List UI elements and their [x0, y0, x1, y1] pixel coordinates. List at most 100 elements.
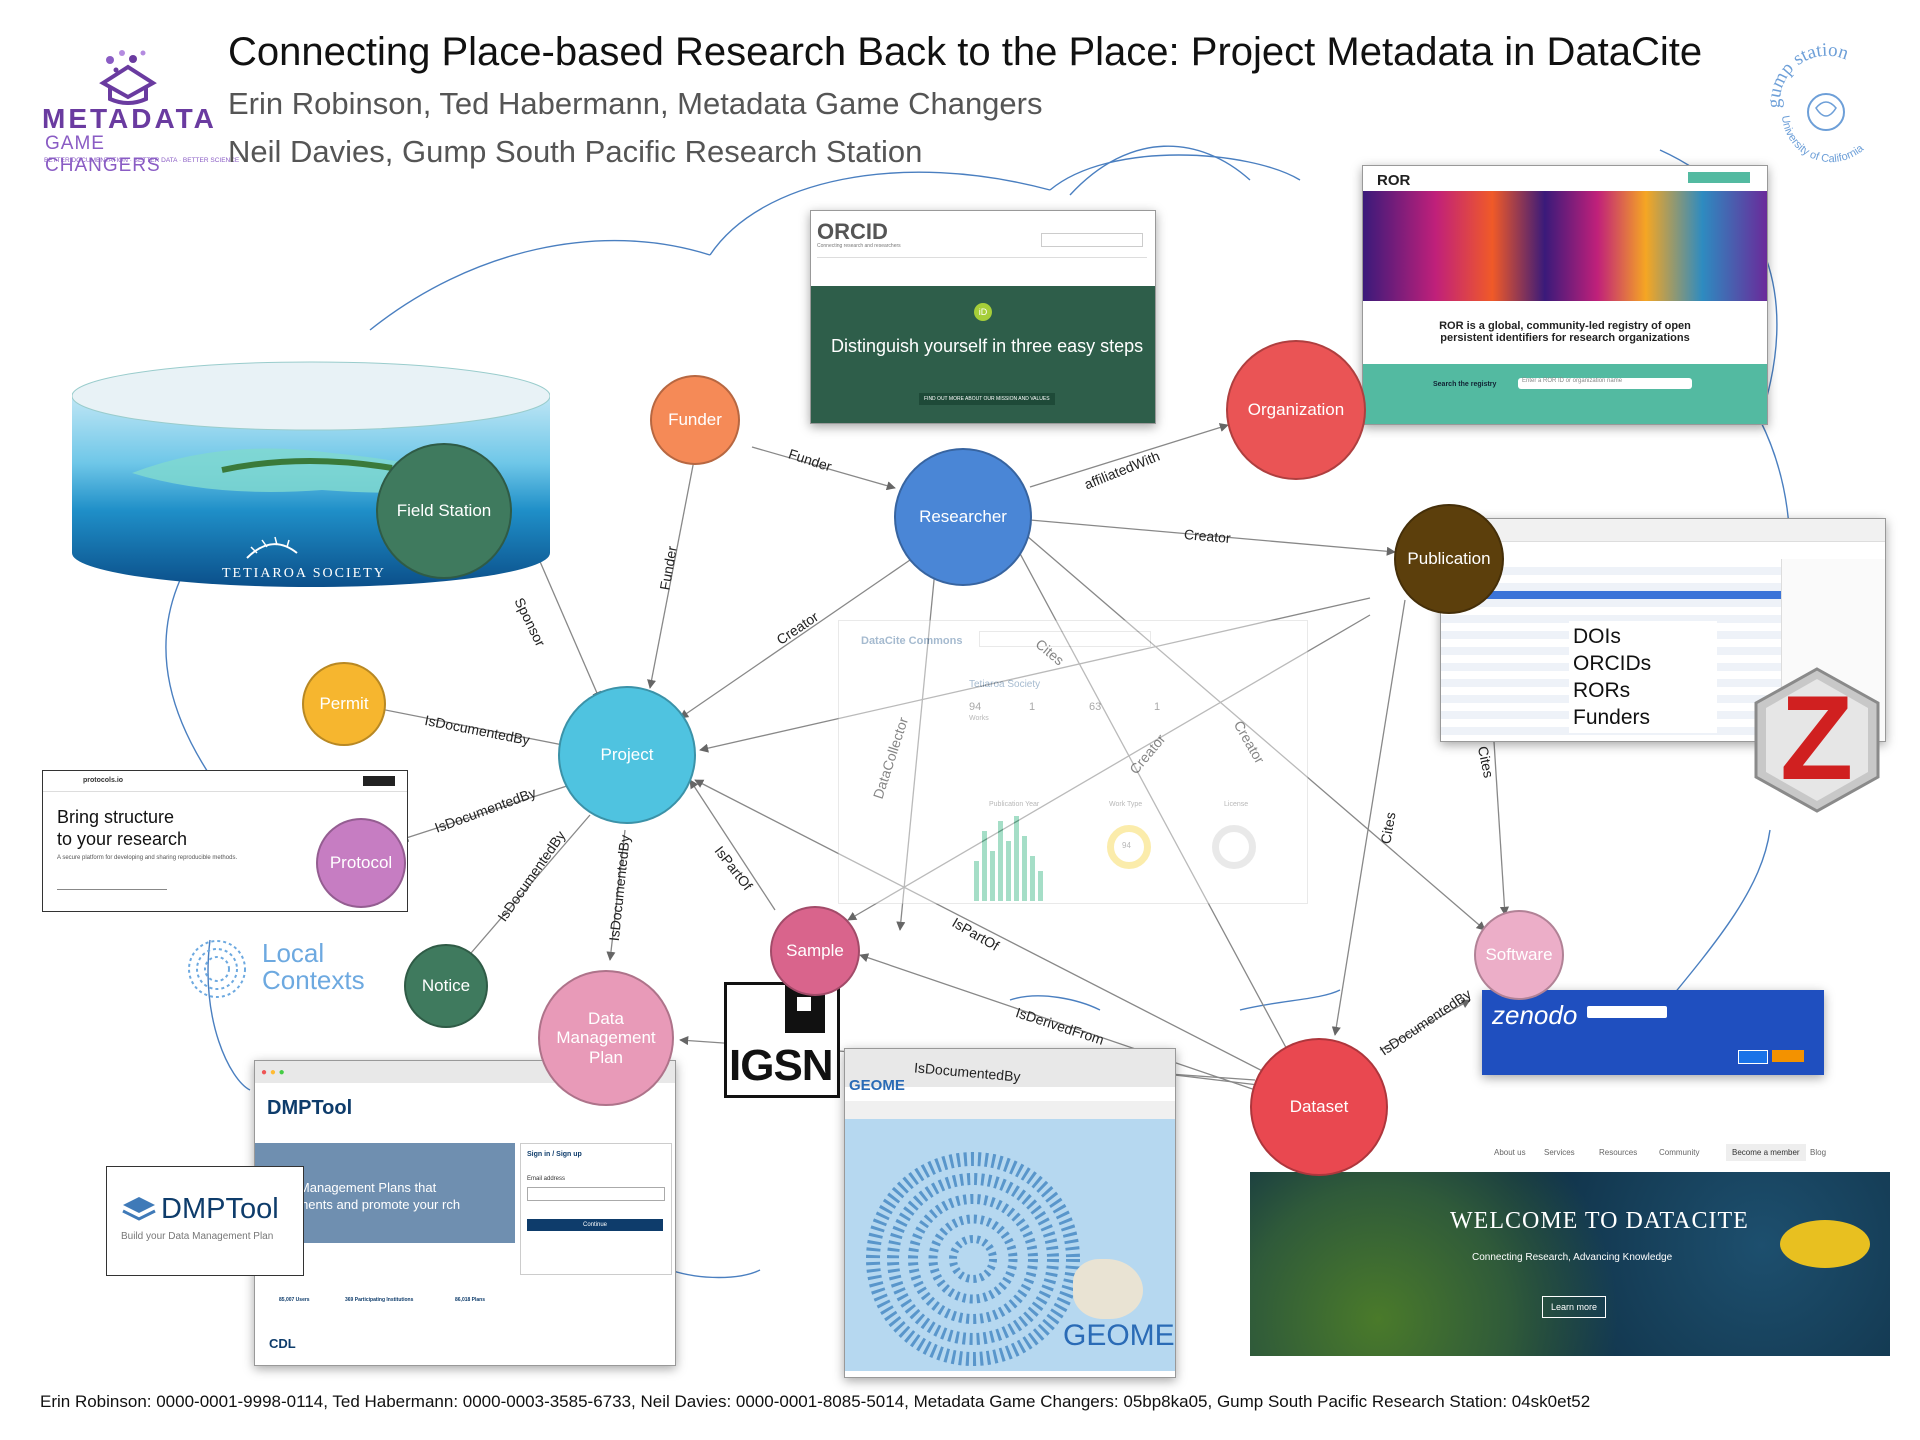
- poster-title: Connecting Place-based Research Back to …: [228, 30, 1703, 74]
- datacite-hero: [1250, 1172, 1890, 1356]
- datacite-tagline: Connecting Research, Advancing Knowledge: [1472, 1252, 1673, 1263]
- local-contexts-label: Local Contexts: [262, 938, 365, 995]
- orcid-headline: Distinguish yourself in three easy steps: [831, 336, 1144, 356]
- igsn-logo-square: [797, 997, 811, 1011]
- commons-works-count: 94: [969, 701, 982, 713]
- ror-search-panel: [1363, 364, 1767, 424]
- tetiaroa-society-label: TETIAROA SOCIETY: [222, 566, 386, 581]
- cdl-logo: CDL: [269, 1336, 296, 1351]
- datacite-nav-about[interactable]: About us: [1494, 1148, 1526, 1157]
- dmptool-header-logo: DMPTool: [267, 1097, 353, 1119]
- commons-license-donut: [1212, 825, 1256, 869]
- node-notice[interactable]: Notice: [404, 944, 488, 1028]
- ror-banner: [1363, 191, 1767, 301]
- protocols-headline-2: to your research: [57, 829, 188, 849]
- ror-doc-button[interactable]: [1688, 172, 1750, 183]
- node-field-station[interactable]: Field Station: [376, 443, 512, 579]
- gump-station-logo-graphic: gump station University of California: [1764, 40, 1867, 166]
- orcid-screenshot: ORCID Connecting research and researcher…: [810, 210, 1156, 424]
- datacite-welcome-heading: WELCOME TO DATACITE: [1450, 1208, 1749, 1234]
- datacite-nav-resources[interactable]: Resources: [1599, 1148, 1638, 1157]
- geome-browser-bar: [845, 1049, 1175, 1087]
- authors-line-1: Erin Robinson, Ted Habermann, Metadata G…: [228, 86, 1043, 121]
- datacite-nav-community[interactable]: Community: [1659, 1148, 1700, 1157]
- commons-license-label: License: [1224, 801, 1249, 808]
- commons-views-count: 63: [1089, 701, 1102, 713]
- publication-table-toolbar: [1441, 519, 1885, 542]
- dmptool-continue-button[interactable]: Continue: [527, 1219, 663, 1231]
- commons-citations-count: 1: [1029, 701, 1036, 713]
- mgc-logo-tagline: BETTER DOCUMENTATION · BETTER DATA · BET…: [44, 157, 240, 164]
- node-sample[interactable]: Sample: [770, 906, 860, 996]
- datacite-learn-more-button[interactable]: Learn more: [1542, 1296, 1607, 1318]
- node-project[interactable]: Project: [558, 686, 696, 824]
- dmptool-institutions-stat: 369 Participating Institutions: [345, 1297, 414, 1303]
- commons-year-bars: [974, 816, 1043, 901]
- mgc-logo-icon: [99, 50, 157, 105]
- orcid-search-input[interactable]: [1041, 233, 1143, 247]
- publication-id-list: DOIs ORCIDs RORs Funders: [1569, 621, 1717, 733]
- dmptool-stack-icon: [122, 1197, 156, 1221]
- node-data-management-plan[interactable]: Data Management Plan: [538, 970, 674, 1106]
- datacite-nav-blog[interactable]: Blog: [1810, 1148, 1827, 1157]
- node-publication[interactable]: Publication: [1394, 504, 1504, 614]
- publication-id-orcids: ORCIDs: [1573, 652, 1652, 675]
- mgc-logo-line2: GAME CHANGERS: [45, 133, 161, 176]
- publication-id-dois: DOIs: [1573, 625, 1621, 648]
- igsn-logo-text: IGSN: [729, 1041, 834, 1090]
- protocols-signup-button[interactable]: [363, 776, 395, 786]
- commons-work-type-count: 94: [1122, 841, 1131, 850]
- orcid-cta-button[interactable]: FIND OUT MORE ABOUT OUR MISSION AND VALU…: [919, 393, 1055, 405]
- dmptool-email-label: Email address: [527, 1176, 566, 1182]
- zotero-hexagon-icon: [1754, 667, 1880, 813]
- commons-works-label: Works: [969, 715, 989, 722]
- mgc-logo-line1: METADATA: [42, 103, 217, 134]
- node-organization[interactable]: Organization: [1226, 340, 1366, 480]
- protocols-headline-1: Bring structure: [57, 807, 175, 827]
- zenodo-search-input[interactable]: [1587, 1006, 1667, 1018]
- geome-sample-cluster: [866, 1152, 1080, 1366]
- igsn-logo: IGSN: [724, 982, 840, 1098]
- footer-identifiers: Erin Robinson: 0000-0001-9998-0114, Ted …: [40, 1392, 1591, 1411]
- node-dataset[interactable]: Dataset: [1250, 1038, 1388, 1176]
- local-contexts-logo: Local Contexts: [186, 938, 386, 1000]
- datacite-commons-screenshot: DataCite Commons Tetiaroa Society 94 Wor…: [838, 620, 1308, 904]
- publication-id-funders: Funders: [1573, 706, 1651, 729]
- commons-work-type-label: Work Type: [1109, 801, 1143, 808]
- mgc-logo: METADATA GAME CHANGERS BETTER DOCUMENTAT…: [40, 45, 239, 176]
- protocols-subtext: A secure platform for developing and sha…: [57, 855, 238, 861]
- dmptool-signin-panel: [520, 1143, 672, 1275]
- geome-toolbar: [845, 1101, 1175, 1119]
- dmptool-window-buttons: ● ● ●: [261, 1067, 285, 1078]
- node-researcher[interactable]: Researcher: [894, 448, 1032, 586]
- dmptool-email-input[interactable]: [527, 1187, 665, 1201]
- node-permit[interactable]: Permit: [302, 662, 386, 746]
- gump-bottom-text: University of California: [1779, 115, 1867, 165]
- publication-table-highlight-row: [1441, 591, 1781, 599]
- ror-search-input[interactable]: Enter a ROR ID or organization name: [1518, 378, 1692, 389]
- publication-id-rors: RORs: [1573, 679, 1631, 702]
- zenodo-login-button[interactable]: [1738, 1050, 1768, 1064]
- commons-logo: DataCite Commons: [861, 635, 963, 647]
- zenodo-screenshot: zenodo: [1482, 990, 1824, 1075]
- dmptool-users-stat: 85,007 Users: [279, 1297, 310, 1303]
- datacite-nav-member[interactable]: Become a member: [1726, 1144, 1806, 1161]
- dmptool-screenshot: ● ● ● DMPTool e Data Management Plans th…: [254, 1060, 676, 1366]
- authors-line-2: Neil Davies, Gump South Pacific Research…: [228, 134, 923, 169]
- zenodo-signup-button[interactable]: [1772, 1050, 1804, 1062]
- dmptool-signin-title: Sign in / Sign up: [527, 1151, 582, 1158]
- ror-screenshot: ROR ROR is a global, community-led regis…: [1362, 165, 1768, 425]
- ror-search-label: Search the registry: [1433, 381, 1497, 388]
- zotero-letter: Z: [1780, 671, 1854, 805]
- orcid-tagline: Connecting research and researchers: [817, 243, 901, 249]
- datacite-nav-services[interactable]: Services: [1544, 1148, 1575, 1157]
- node-software[interactable]: Software: [1474, 910, 1564, 1000]
- node-funder[interactable]: Funder: [650, 375, 740, 465]
- orcid-nav-bar: [817, 257, 1147, 262]
- zenodo-logo: zenodo: [1492, 1000, 1578, 1030]
- commons-search-input[interactable]: [979, 631, 1151, 647]
- geome-footer-logo: GEOME: [1063, 1319, 1175, 1352]
- node-protocol[interactable]: Protocol: [316, 818, 406, 908]
- protocols-search-input[interactable]: [57, 881, 167, 890]
- gump-station-logo: gump station University of California: [1762, 38, 1892, 168]
